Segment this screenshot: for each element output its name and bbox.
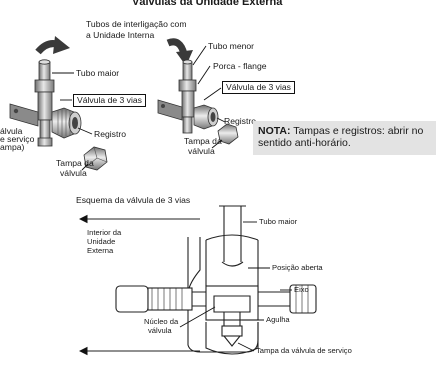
left-valvula-servico-line2: e serviço — [0, 134, 35, 144]
nota-text: Tampas e registros: abrir no sentido ant… — [258, 125, 424, 149]
tampa-servico-label: Tampa da válvula de serviço — [256, 346, 352, 355]
tubes-arrow-left — [35, 36, 70, 55]
schematic-drawing — [78, 205, 317, 356]
schematic-leader-lines — [179, 221, 292, 352]
interior-label-line2: Unidade — [87, 237, 116, 246]
left-valvula-servico-line1: álvula — [0, 126, 23, 136]
left-registro-label: Registro — [94, 129, 126, 139]
page-title: Válvulas da Unidade Externa — [132, 0, 283, 8]
nota-label: NOTA: — [258, 125, 291, 137]
interior-label-line3: Externa — [87, 246, 114, 255]
tubes-label-line1: Tubos de interligação com — [86, 19, 187, 29]
eixo-label: Eixo — [294, 285, 309, 294]
left-tampa-label-line1: Tampa da — [56, 158, 94, 168]
right-tubo-menor-label: Tubo menor — [208, 41, 255, 51]
right-valve-drawing — [157, 59, 239, 145]
interior-label-line1: Interior da — [87, 228, 122, 237]
tubes-arrow-right — [166, 38, 193, 66]
right-tampa-label-line1: Tampa da — [184, 136, 222, 146]
left-valvula-3-vias-label: Válvula de 3 vias — [73, 94, 146, 108]
top-leader-lines — [52, 45, 226, 171]
schematic-title: Esquema da válvula de 3 vias — [76, 195, 191, 205]
right-registro-label: Registro — [224, 116, 256, 126]
left-tubo-maior-label: Tubo maior — [76, 68, 120, 78]
right-porca-flange-label: Porca - flange — [213, 61, 267, 71]
posicao-aberta-label: Posição aberta — [272, 263, 323, 272]
left-tampa-label-line2: válvula — [60, 168, 87, 178]
schematic-tubo-maior-label: Tubo maior — [259, 217, 298, 226]
agulha-label: Agulha — [266, 315, 290, 324]
nucleo-label-line2: válvula — [148, 326, 172, 335]
left-valvula-servico-line3: ampa) — [0, 142, 25, 152]
right-valvula-3-vias-label: Válvula de 3 vias — [222, 81, 295, 95]
right-tampa-label-line2: válvula — [188, 146, 215, 156]
tubes-label-line2: a Unidade Interna — [86, 30, 155, 40]
nucleo-label-line1: Núcleo da — [144, 317, 179, 326]
left-valve-drawing — [9, 59, 108, 171]
nota-box: NOTA: Tampas e registros: abrir no senti… — [253, 121, 436, 155]
